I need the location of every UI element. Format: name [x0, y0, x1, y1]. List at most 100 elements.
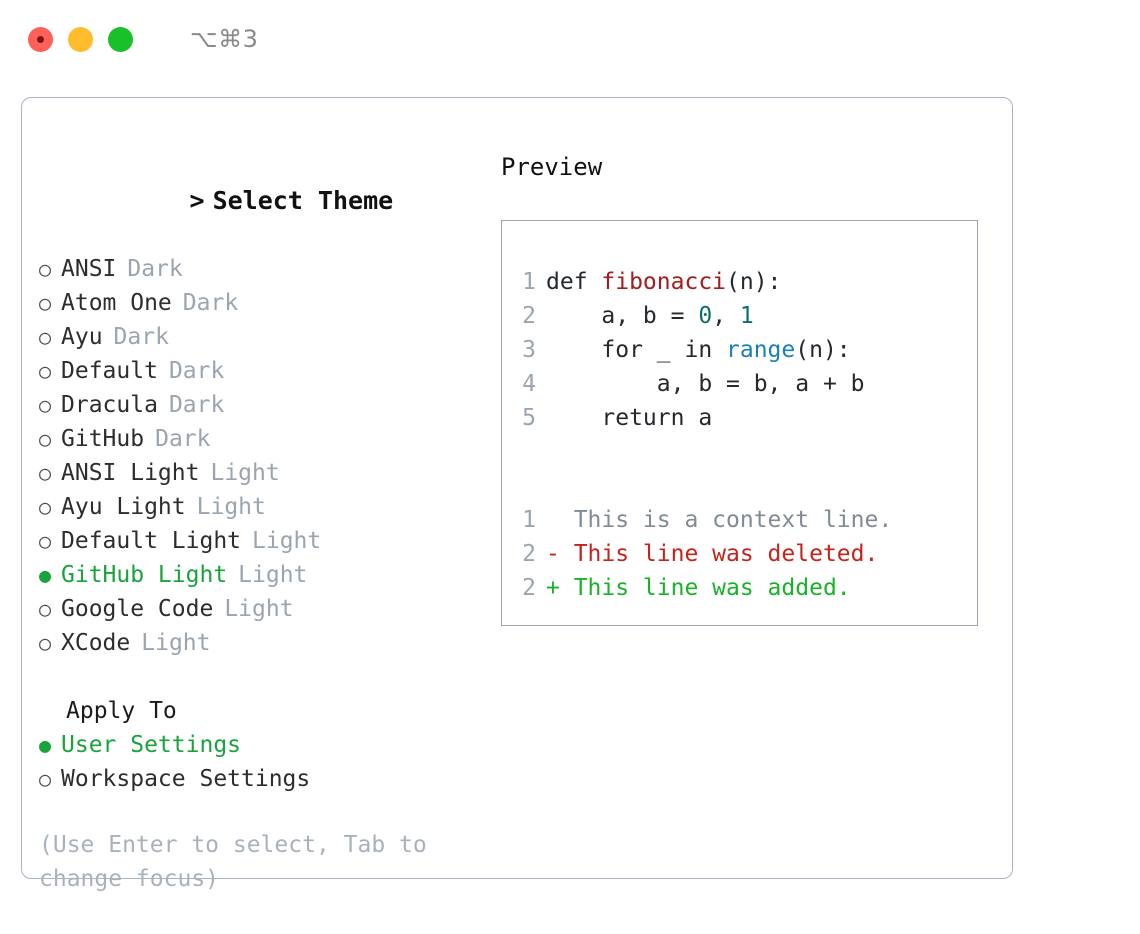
theme-option-label: Default [61, 358, 158, 384]
code-line-text: def fibonacci(n): [546, 265, 781, 299]
apply-to-list: ● User Settings ○Workspace Settings [39, 728, 484, 796]
radio-unselected-icon: ○ [39, 631, 52, 655]
diff-line-number: 2 [522, 575, 536, 601]
radio-unselected-icon: ○ [39, 597, 52, 621]
theme-option-tag: Dark [182, 290, 239, 316]
diff-line: 2 - This line was deleted. [502, 537, 977, 571]
code-line-text: for _ in range(n): [546, 333, 851, 367]
code-token: 1 [739, 303, 754, 329]
heading-label: Select Theme [212, 186, 394, 215]
minimize-button[interactable] [68, 26, 93, 52]
radio-unselected-icon: ○ [39, 427, 52, 451]
radio-unselected-icon: ○ [39, 393, 52, 417]
theme-option-label: Default Light [61, 528, 242, 554]
theme-option-label: XCode [61, 630, 131, 656]
keyboard-shortcut-label: ⌥⌘3 [190, 25, 259, 53]
caret-icon: > [189, 186, 205, 215]
code-line: 3 for _ in range(n): [502, 333, 977, 367]
theme-option-dracula[interactable]: ○ Dracula Dark [39, 388, 484, 422]
diff-line: 1 This is a context line. [502, 503, 977, 537]
diff-line-text: + This line was added. [546, 575, 851, 601]
theme-option-label: GitHub Light [61, 562, 228, 588]
code-token: for _ in [546, 337, 727, 363]
radio-unselected-icon: ○ [39, 461, 52, 485]
diff-line-number: 2 [522, 541, 536, 567]
radio-selected-icon: ● [39, 733, 52, 757]
theme-option-label: Google Code [61, 596, 214, 622]
diff-sample: 1 This is a context line. 2 - This line wa… [502, 503, 977, 605]
code-token: 0 [698, 303, 713, 329]
code-line: 2 a, b = 0, 1 [502, 299, 977, 333]
code-token: (n): [795, 337, 851, 363]
theme-option-label: Atom One [61, 290, 172, 316]
code-line-number: 3 [522, 337, 536, 363]
theme-option-tag: Light [196, 494, 266, 520]
theme-option-github[interactable]: ○ GitHub Dark [39, 422, 484, 456]
code-token: return a [546, 405, 713, 431]
theme-option-label: ANSI [61, 256, 117, 282]
theme-option-ansi[interactable]: ○ ANSI Dark [39, 252, 484, 286]
title-bar: ⌥⌘3 [0, 0, 1140, 78]
theme-option-label: Ayu [61, 324, 103, 350]
code-line: 5 return a [502, 401, 977, 435]
radio-unselected-icon: ○ [39, 257, 52, 281]
radio-unselected-icon: ○ [39, 529, 52, 553]
code-line-number: 4 [522, 371, 536, 397]
code-token: fibonacci [601, 269, 727, 295]
radio-unselected-icon: ○ [39, 359, 52, 383]
radio-unselected-icon: ○ [39, 325, 52, 349]
code-token: def [546, 269, 602, 295]
theme-option-tag: Dark [155, 426, 211, 452]
theme-option-tag: Dark [127, 256, 183, 282]
zoom-button[interactable] [108, 26, 133, 52]
theme-option-default-light[interactable]: ○ Default Light Light [39, 524, 484, 558]
theme-option-atom-one[interactable]: ○ Atom One Dark [39, 286, 484, 320]
radio-unselected-icon: ○ [39, 291, 52, 315]
apply-to-option-label: User Settings [61, 732, 242, 758]
code-line-number: 2 [522, 303, 536, 329]
theme-option-google-code[interactable]: ○ Google Code Light [39, 592, 484, 626]
theme-option-label: Dracula [61, 392, 158, 418]
apply-to-option-workspace-settings[interactable]: ○Workspace Settings [39, 762, 484, 796]
diff-line-number: 1 [522, 507, 536, 533]
diff-line-text: This is a context line. [546, 507, 893, 533]
code-line-text: return a [546, 401, 712, 435]
theme-option-tag: Dark [113, 324, 169, 350]
diff-line-text: - This line was deleted. [546, 541, 879, 567]
theme-option-tag: Light [224, 596, 294, 622]
code-line-number: 5 [522, 405, 536, 431]
theme-option-github-light[interactable]: ● GitHub Light Light [39, 558, 484, 592]
code-token: , [712, 303, 740, 329]
preview-title: Preview [501, 153, 603, 181]
apply-to-option-user-settings[interactable]: ● User Settings [39, 728, 484, 762]
theme-picker-heading: >Select Theme [39, 150, 484, 252]
code-line-text: a, b = 0, 1 [546, 299, 754, 333]
apply-to-title: Apply To [66, 698, 177, 724]
code-token: a, b = b, a + b [546, 371, 865, 397]
theme-option-label: GitHub [61, 426, 145, 452]
diff-line: 2 + This line was added. [502, 571, 977, 605]
code-token: (n): [726, 269, 782, 295]
theme-option-tag: Light [252, 528, 322, 554]
theme-option-tag: Light [238, 562, 308, 588]
radio-selected-icon: ● [39, 563, 52, 587]
code-token: a, b = [546, 303, 699, 329]
theme-option-tag: Light [210, 460, 280, 486]
close-button[interactable] [28, 26, 53, 52]
keyboard-hint: (Use Enter to select, Tab to change focu… [39, 832, 441, 892]
theme-option-tag: Dark [168, 392, 225, 418]
theme-option-ayu[interactable]: ○ Ayu Dark [39, 320, 484, 354]
code-token: range [726, 337, 796, 363]
theme-option-label: Ayu Light [61, 494, 186, 520]
